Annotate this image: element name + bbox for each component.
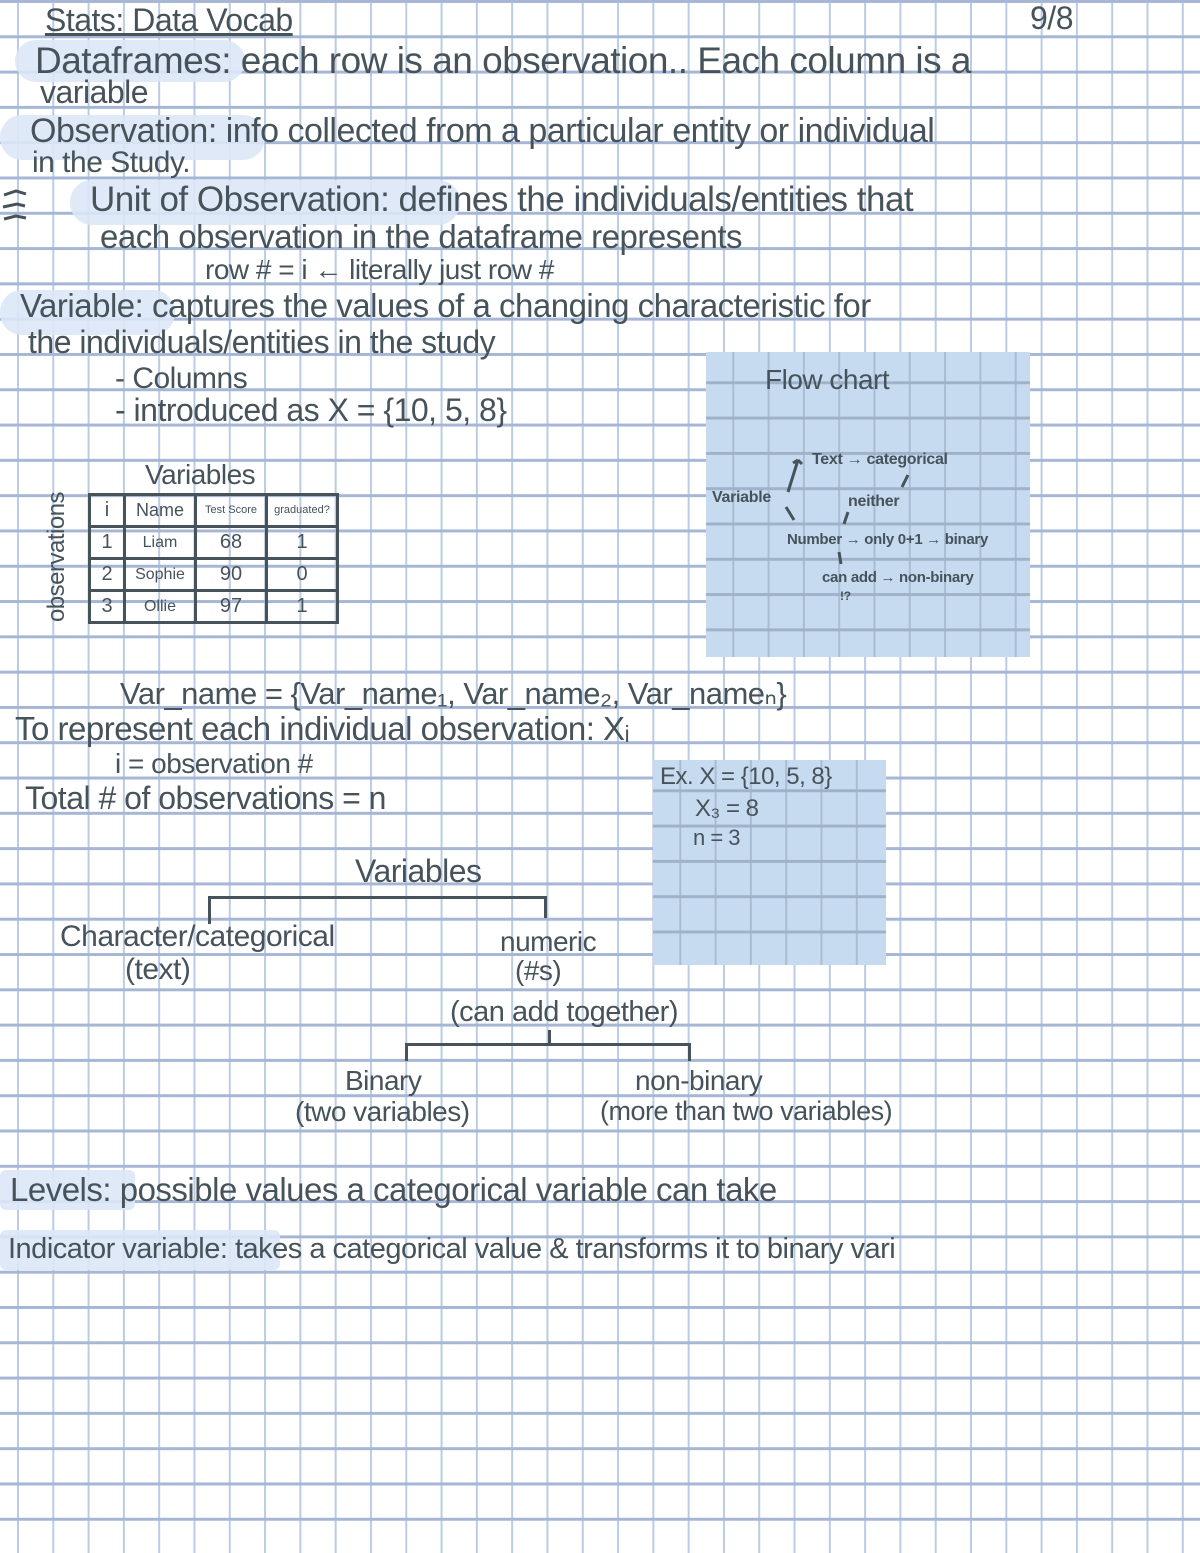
note-total: Total # of observations = n: [25, 780, 386, 816]
tree-root: Variables: [355, 853, 482, 889]
note-dataframes-cont: variable: [40, 74, 149, 110]
tree-right: numeric: [500, 926, 597, 957]
table-header-row: i Name Test Score graduated?: [88, 493, 339, 528]
cell: Ollie: [123, 589, 197, 624]
tree-connector: [405, 1043, 408, 1061]
margin-scribble: [2, 189, 27, 221]
note-introduced: - introduced as X = {10, 5, 8}: [115, 392, 507, 428]
cell: 1: [265, 589, 339, 624]
tree-left-sub: (text): [125, 953, 191, 986]
tree-connector: [544, 896, 547, 918]
header-name: Name: [123, 493, 197, 528]
cell: 3: [88, 589, 126, 624]
highlight-unit: [70, 180, 460, 225]
flow-note: !?: [840, 589, 851, 603]
cell: 97: [194, 589, 268, 624]
table-row: 1 Liam 68 1: [88, 525, 339, 560]
table-title: Variables: [145, 459, 256, 490]
cell: Sophie: [123, 557, 197, 592]
header-graduated: graduated?: [265, 493, 339, 528]
note-variable-cont: the individuals/entities in the study: [28, 324, 496, 360]
flow-chart-box: [706, 352, 1030, 657]
tree-connector: [548, 1030, 551, 1044]
table-side-label: observations: [43, 491, 71, 623]
cell: 0: [265, 557, 339, 592]
note-indicator: Indicator variable: takes a categorical …: [8, 1233, 896, 1265]
example-line3: n = 3: [693, 825, 741, 850]
highlight-levels: [0, 1170, 135, 1210]
tree-connector: [688, 1043, 691, 1061]
highlight-observation: [0, 115, 265, 160]
example-box: [653, 760, 886, 965]
highlight-variable: [0, 290, 175, 335]
note-dataframes: Dataframes: each row is an observation..…: [35, 40, 972, 81]
flow-chart-title: Flow chart: [765, 364, 890, 395]
flow-text: Text → categorical: [812, 451, 948, 468]
cell: 68: [194, 525, 268, 560]
flow-can-add: can add → non-binary: [822, 569, 974, 586]
flow-arrows: [784, 458, 910, 565]
note-unit-cont: each observation in the dataframe repres…: [100, 218, 743, 255]
tree-binary-sub: (two variables): [295, 1096, 470, 1127]
cell: Liam: [123, 525, 197, 560]
tree-connector: [208, 896, 546, 899]
note-levels: Levels: possible values a categorical va…: [10, 1171, 777, 1208]
note-variable: Variable: captures the values of a chang…: [20, 287, 871, 324]
highlight-dataframes: [15, 40, 245, 82]
variables-table: i Name Test Score graduated? 1 Liam 68 1…: [88, 493, 339, 624]
flow-variable: Variable: [712, 489, 771, 506]
note-observation-cont: in the Study.: [32, 146, 191, 179]
tree-right-sub: (#s): [515, 955, 562, 986]
flow-number: Number → only 0+1 → binary: [787, 531, 989, 548]
highlight-indicator: [0, 1230, 280, 1270]
example-line2: X₃ = 8: [695, 795, 759, 822]
table-row: 2 Sophie 90 0: [88, 557, 339, 592]
page-title: Stats: Data Vocab: [45, 2, 293, 38]
note-represent: To represent each individual observation…: [15, 710, 630, 747]
cell: 1: [265, 525, 339, 560]
note-var-name: Var_name = {Var_name₁, Var_name₂, Var_na…: [120, 676, 787, 711]
cell: 2: [88, 557, 126, 592]
header-i: i: [88, 493, 126, 528]
tree-left: Character/categorical: [60, 920, 335, 953]
example-line1: Ex. X = {10, 5, 8}: [660, 763, 832, 790]
tree-connector: [208, 896, 211, 924]
tree-binary: Binary: [345, 1065, 422, 1096]
note-columns: - Columns: [115, 362, 248, 395]
tree-right-sub2: (can add together): [450, 996, 678, 1028]
note-observation: Observation: info collected from a parti…: [30, 112, 935, 150]
note-unit: Unit of Observation: defines the individ…: [90, 180, 914, 219]
tree-nonbinary-sub: (more than two variables): [600, 1096, 893, 1126]
flow-neither: neither: [848, 493, 900, 510]
header-test-score: Test Score: [194, 493, 268, 528]
page-date: 9/8: [1030, 0, 1073, 36]
cell: 90: [194, 557, 268, 592]
tree-nonbinary: non-binary: [635, 1065, 763, 1096]
note-i-def: i = observation #: [115, 748, 313, 779]
tree-connector: [405, 1043, 691, 1046]
cell: 1: [88, 525, 126, 560]
note-row: row # = i ← literally just row #: [205, 254, 554, 285]
table-row: 3 Ollie 97 1: [88, 589, 339, 624]
